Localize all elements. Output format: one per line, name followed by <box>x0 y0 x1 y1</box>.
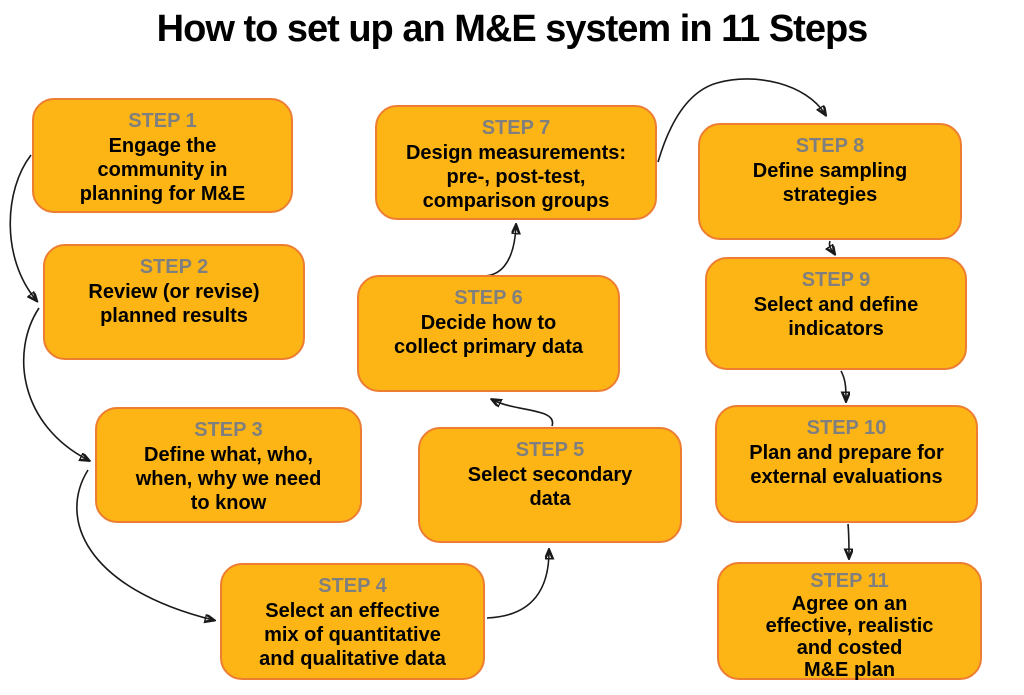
step-2-text: Review (or revise) planned results <box>88 281 260 327</box>
step-5-text: Select secondary data <box>467 464 633 510</box>
step-10-label: STEP 10 <box>806 417 887 439</box>
step-5-label: STEP 5 <box>515 439 585 461</box>
step-4-box: STEP 4 Select an effective mix of quanti… <box>220 563 485 680</box>
arrow-step5-step6 <box>493 400 554 427</box>
step-8-label: STEP 8 <box>795 135 865 157</box>
step-7-text: Design measurements: pre-, post-test, co… <box>405 142 627 212</box>
step-4-text: Select an effective mix of quantitative … <box>259 600 446 670</box>
step-3-box: STEP 3 Define what, who, when, why we ne… <box>95 407 362 523</box>
step-5-box: STEP 5 Select secondary data <box>418 427 682 543</box>
step-10-box: STEP 10 Plan and prepare for external ev… <box>715 405 978 523</box>
step-3-label: STEP 3 <box>194 419 263 441</box>
step-6-label: STEP 6 <box>454 287 523 309</box>
arrow-step6-step7 <box>482 226 516 277</box>
arrow-step9-step10 <box>840 370 846 400</box>
step-9-label: STEP 9 <box>801 269 871 291</box>
step-10-text: Plan and prepare for external evaluation… <box>749 442 944 488</box>
step-1-label: STEP 1 <box>128 110 197 132</box>
step-1-text: Engage the community in planning for M&E <box>79 135 246 205</box>
step-6-text: Decide how to collect primary data <box>394 312 583 358</box>
step-7-label: STEP 7 <box>481 117 551 139</box>
page-title: How to set up an M&E system in 11 Steps <box>156 8 869 50</box>
step-8-box: STEP 8 Define sampling strategies <box>698 123 962 240</box>
step-2-box: STEP 2 Review (or revise) planned result… <box>43 244 305 360</box>
step-9-box: STEP 9 Select and define indicators <box>705 257 967 370</box>
arrow-step4-step5 <box>486 551 549 619</box>
step-4-label: STEP 4 <box>318 575 387 597</box>
step-7-box: STEP 7 Design measurements: pre-, post-t… <box>375 105 657 220</box>
step-11-label: STEP 11 <box>810 570 889 592</box>
step-11-text: Agree on an effective, realistic and cos… <box>765 593 934 681</box>
step-6-box: STEP 6 Decide how to collect primary dat… <box>357 275 620 392</box>
step-2-label: STEP 2 <box>139 256 209 278</box>
step-1-box: STEP 1 Engage the community in planning … <box>32 98 293 213</box>
arrow-step10-step11 <box>848 523 849 557</box>
arrow-step8-step9 <box>829 240 834 253</box>
step-11-box: STEP 11 Agree on an effective, realistic… <box>717 562 982 681</box>
step-8-text: Define sampling strategies <box>752 160 908 206</box>
step-9-text: Select and define indicators <box>753 294 919 340</box>
step-3-text: Define what, who, when, why we need to k… <box>135 444 322 514</box>
